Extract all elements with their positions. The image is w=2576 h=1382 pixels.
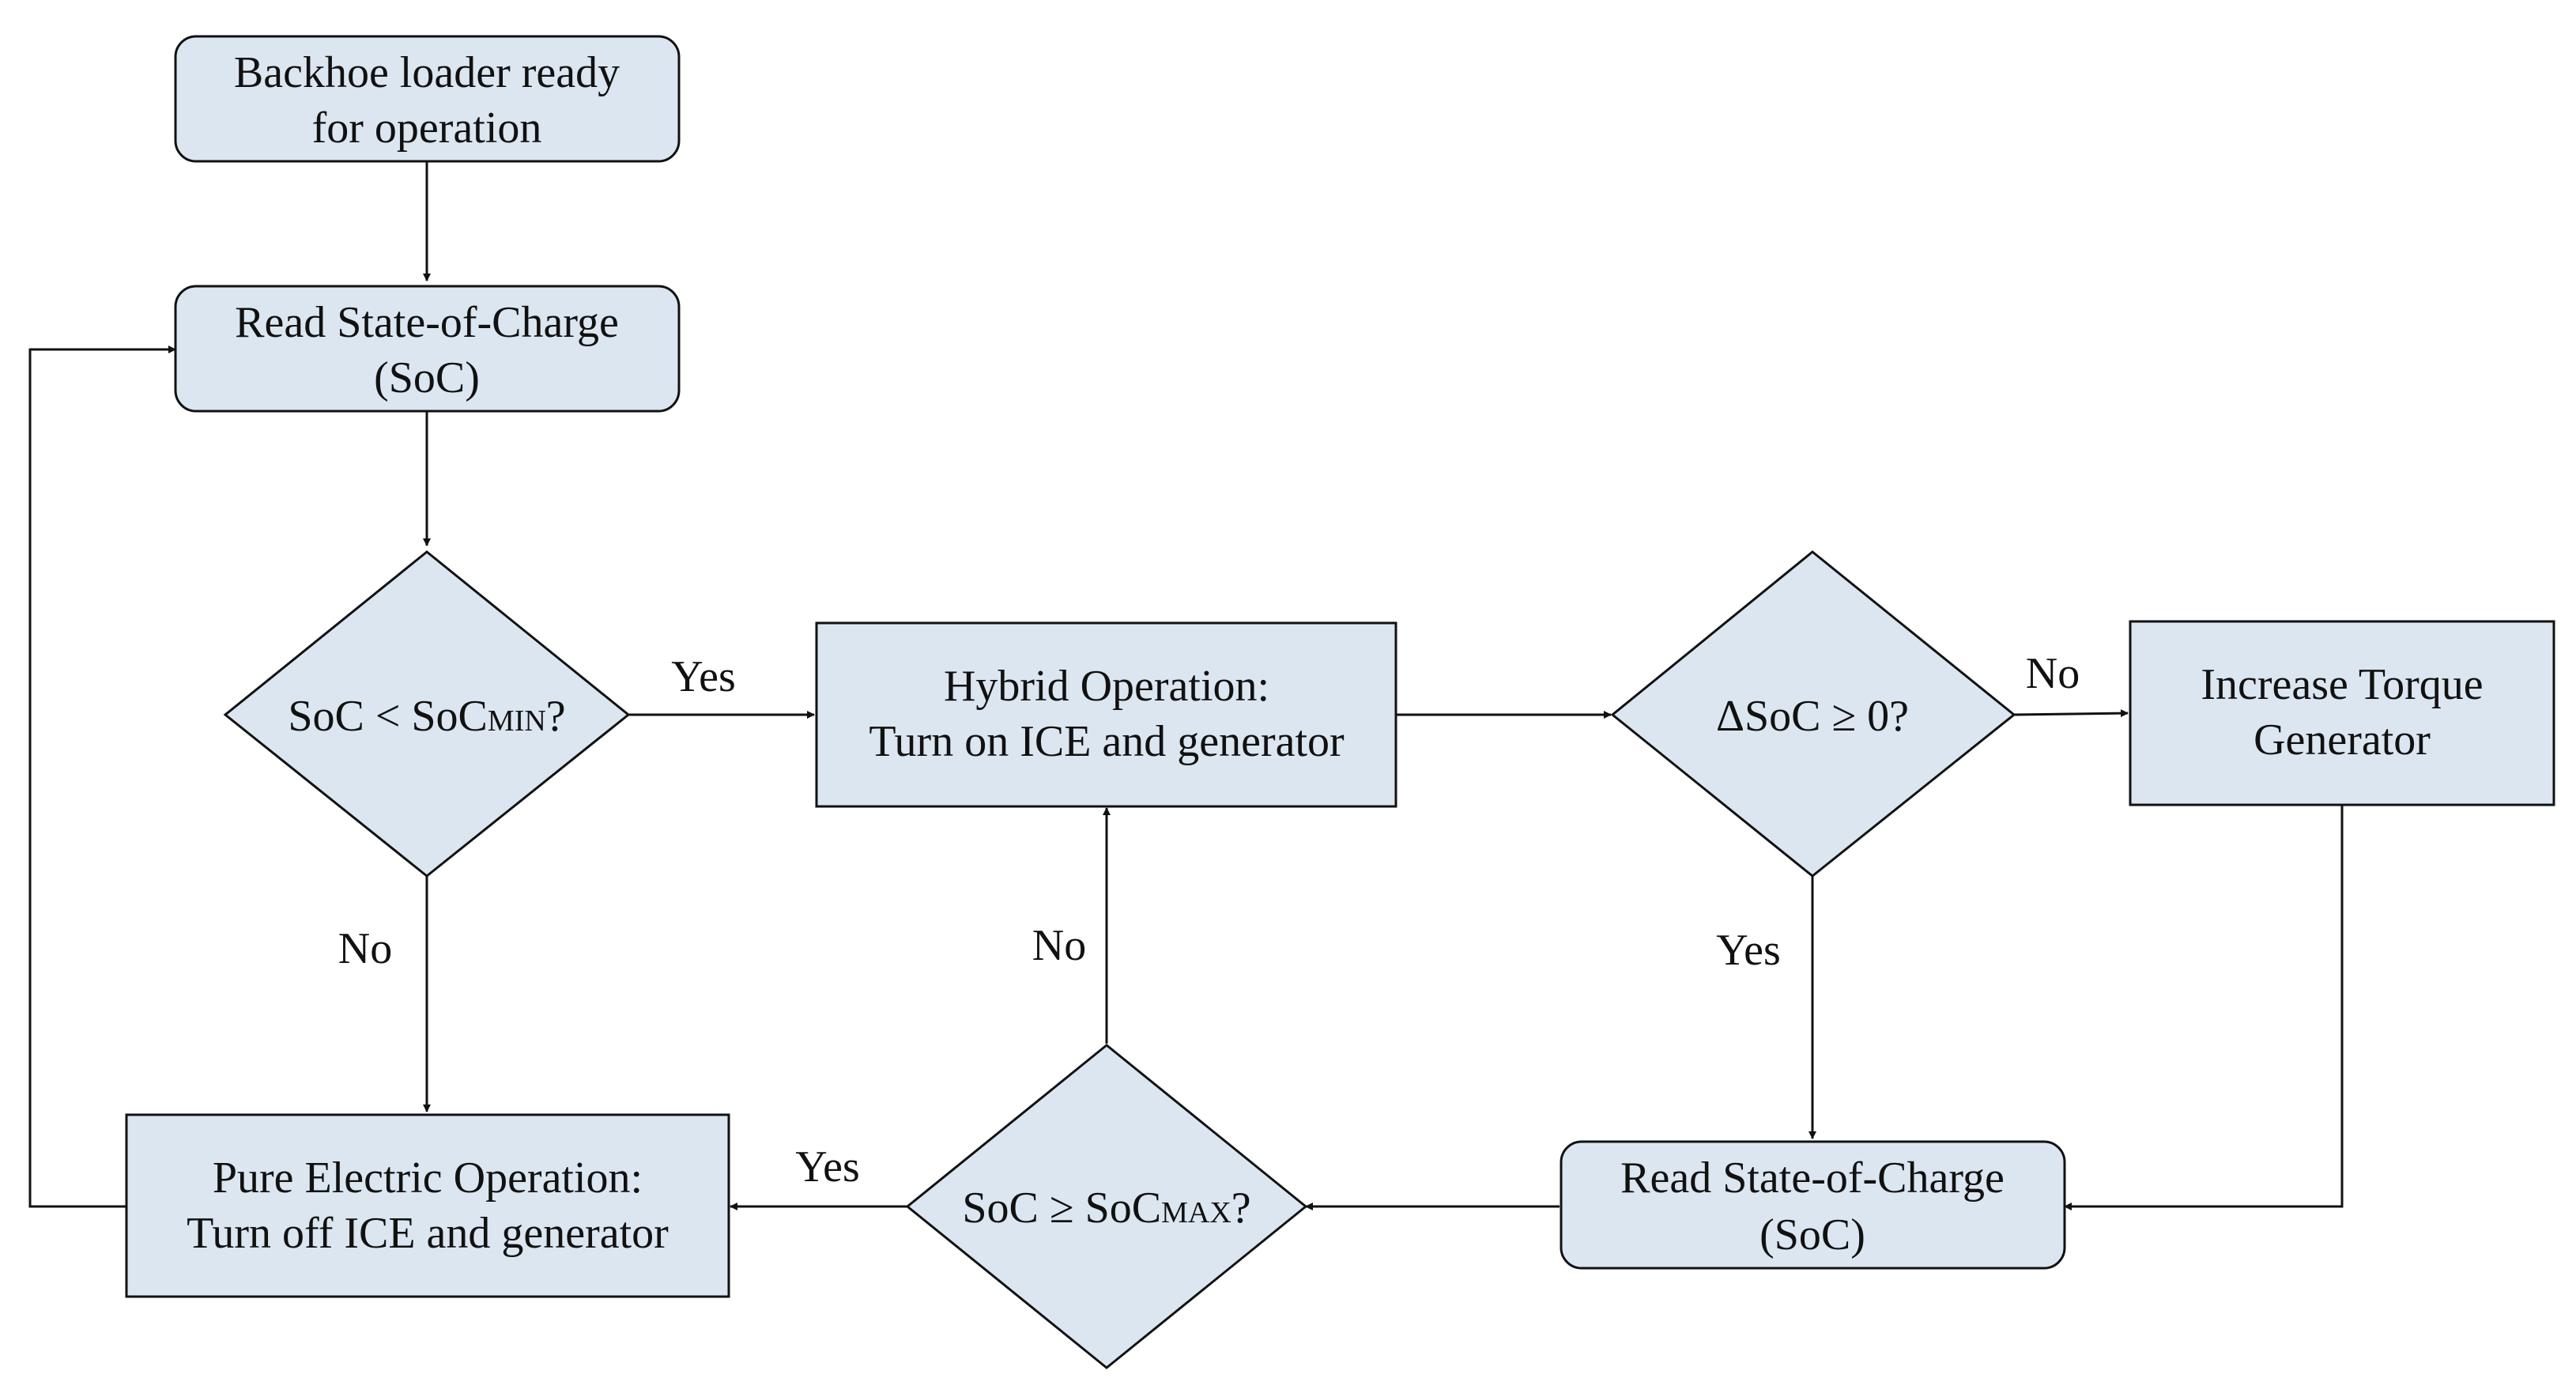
node-check-min-text: SoC < SoCMIN? xyxy=(288,692,565,741)
node-hybrid: Hybrid Operation: Turn on ICE and genera… xyxy=(815,621,1397,808)
edge-labels: Yes No No Yes No Yes xyxy=(338,649,2080,1191)
label-delta-no: No xyxy=(2026,649,2080,698)
node-pure-electric-line2: Turn off ICE and generator xyxy=(187,1209,669,1258)
node-start-line1: Backhoe loader ready xyxy=(234,48,620,97)
node-check-min: SoC < SoCMIN? xyxy=(223,550,631,878)
node-increase-torque: Increase Torque Generator xyxy=(2129,620,2555,806)
node-hybrid-line1: Hybrid Operation: xyxy=(944,662,1269,711)
label-max-yes: Yes xyxy=(795,1142,859,1191)
node-read-soc-bottom-line2: (SoC) xyxy=(1759,1210,1865,1259)
node-start-line2: for operation xyxy=(312,104,542,153)
edge-torque-to-read-bottom xyxy=(2064,805,2344,1210)
node-read-soc-bottom-line1: Read State-of-Charge xyxy=(1620,1154,2005,1203)
connectors xyxy=(28,161,2344,1210)
label-max-no: No xyxy=(1032,921,1086,970)
node-pure-electric-line1: Pure Electric Operation: xyxy=(213,1154,643,1203)
label-min-yes: Yes xyxy=(671,652,735,701)
node-read-soc-bottom: Read State-of-Charge (SoC) xyxy=(1560,1140,2066,1270)
node-hybrid-line2: Turn on ICE and generator xyxy=(869,717,1345,766)
node-pure-electric: Pure Electric Operation: Turn off ICE an… xyxy=(125,1113,730,1298)
node-check-max: SoC ≥ SoCMAX? xyxy=(905,1044,1308,1369)
node-read-soc-top-line2: (SoC) xyxy=(374,353,480,402)
node-increase-torque-line2: Generator xyxy=(2254,716,2431,765)
node-read-soc-top: Read State-of-Charge (SoC) xyxy=(174,285,681,413)
edge-pure-loop-to-read-top xyxy=(28,346,176,1208)
node-check-delta-text: ΔSoC ≥ 0? xyxy=(1716,692,1909,741)
edge-check-delta-to-torque xyxy=(2013,709,2129,718)
node-start: Backhoe loader ready for operation xyxy=(174,35,681,163)
label-min-no: No xyxy=(338,924,392,973)
label-delta-yes: Yes xyxy=(1716,926,1780,975)
node-increase-torque-line1: Increase Torque xyxy=(2201,660,2483,709)
node-check-max-text: SoC ≥ SoCMAX? xyxy=(962,1184,1250,1233)
node-check-delta: ΔSoC ≥ 0? xyxy=(1610,550,2016,878)
node-read-soc-top-line1: Read State-of-Charge xyxy=(235,298,619,347)
